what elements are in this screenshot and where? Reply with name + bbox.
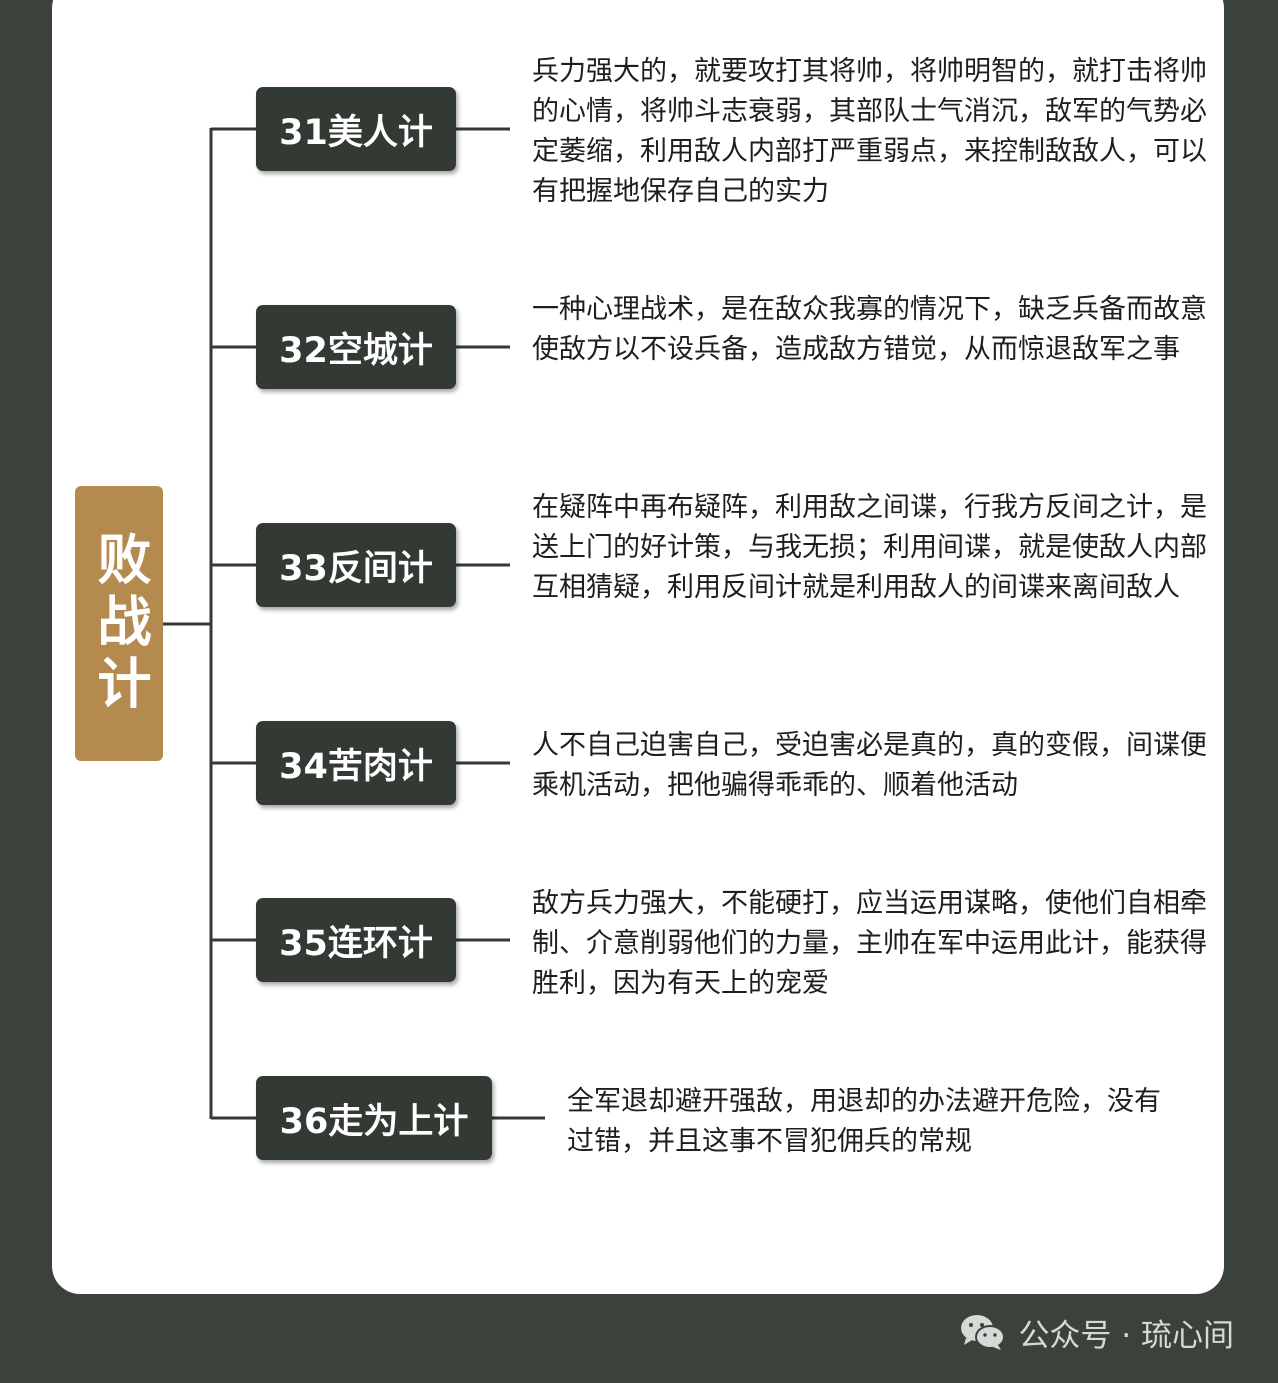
desc-36: 全军退却避开强敌，用退却的办法避开危险，没有过错，并且这事不冒犯佣兵的常规: [567, 1086, 1161, 1157]
node-35: 35连环计: [256, 898, 456, 982]
watermark: 公众号 · 琉心间: [958, 1310, 1234, 1354]
root-node: 败战计: [75, 486, 163, 761]
desc-33: 在疑阵中再布疑阵，利用敌之间谍，行我方反间之计，是送上门的好计策，与我无损；利用…: [532, 492, 1207, 603]
desc-31: 兵力强大的，就要攻打其将帅，将帅明智的，就打击将帅的心情，将帅斗志衰弱，其部队士…: [532, 56, 1207, 207]
desc-34: 人不自己迫害自己，受迫害必是真的，真的变假，间谍便乘机活动，把他骗得乖乖的、顺着…: [532, 730, 1207, 801]
node-36: 36走为上计: [256, 1076, 492, 1160]
node-32: 32空城计: [256, 305, 456, 389]
node-31: 31美人计: [256, 87, 456, 171]
root-label: 败战计: [88, 530, 151, 717]
node-34: 34苦肉计: [256, 721, 456, 805]
mindmap-card: [52, 0, 1224, 1294]
desc-32: 一种心理战术，是在敌众我寡的情况下，缺乏兵备而故意使敌方以不设兵备，造成敌方错觉…: [532, 294, 1207, 365]
desc-35: 敌方兵力强大，不能硬打，应当运用谋略，使他们自相牵制、介意削弱他们的力量，主帅在…: [532, 888, 1207, 999]
node-33: 33反间计: [256, 523, 456, 607]
wechat-icon: [961, 1315, 1006, 1350]
watermark-text: 公众号 · 琉心间: [1018, 1317, 1234, 1354]
